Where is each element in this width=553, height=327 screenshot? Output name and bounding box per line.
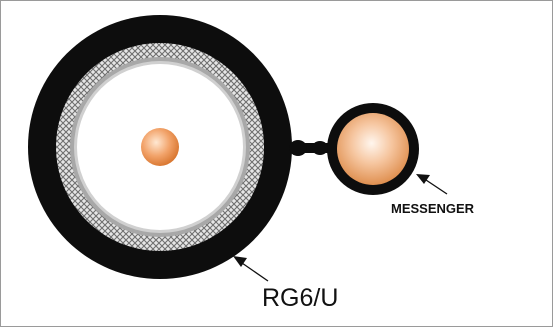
messenger-web (285, 140, 333, 156)
messenger-label: MESSENGER (391, 201, 475, 216)
center-conductor (141, 128, 179, 166)
messenger-conductor (337, 113, 409, 185)
messenger-wire (327, 103, 419, 195)
rg6-pointer (233, 256, 269, 282)
cable-label: RG6/U (262, 284, 338, 312)
rg6-cable (28, 15, 292, 279)
messenger-pointer (416, 174, 448, 195)
